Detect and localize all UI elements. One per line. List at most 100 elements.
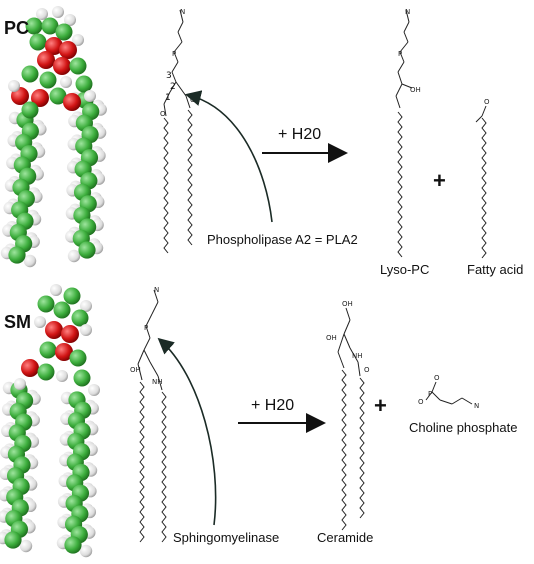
ceramide-amide-bond <box>349 347 359 363</box>
sm-head-hydrogen-atom <box>80 324 92 336</box>
sm-phosphate-bond <box>145 325 151 339</box>
pc-choline-bond <box>179 9 184 23</box>
ceramide-hydroxyl-bond <box>345 307 351 321</box>
choline-phosphorus-atom: P <box>428 390 432 398</box>
pc-phosphorus-atom: P <box>172 50 176 58</box>
pc-choline-bond <box>177 31 183 43</box>
pc-tail-1-carbon-atom <box>8 246 26 264</box>
sm-head-carbon-atom <box>37 295 55 313</box>
sm-tail-1-carbon-atom <box>4 531 22 549</box>
sm-head-carbon-atom <box>69 349 87 367</box>
pc-glycerol-bond <box>171 61 179 73</box>
carbon-number-3: 3 <box>166 71 172 81</box>
pc-water-label: + H20 <box>278 126 322 143</box>
sm-head-carbon-atom <box>71 309 89 327</box>
pc-phosphate-bond <box>173 51 179 63</box>
sm-head-carbon-atom <box>63 287 81 305</box>
carbon-number-1: 1 <box>165 93 171 103</box>
choline-phosphate-label: Choline phosphate <box>409 420 518 435</box>
pc-head-hydrogen-atom <box>64 14 76 26</box>
lyso-glycerol-bond <box>395 83 403 97</box>
sm-backbone-bond <box>137 349 145 365</box>
sm-head-hydrogen-atom <box>34 316 46 328</box>
lyso-choline-bond <box>405 9 410 23</box>
sm-acyl-chain <box>161 391 167 543</box>
pc-tail-1-hydrogen-atom <box>23 254 37 268</box>
sm-choline-bond <box>153 289 159 303</box>
lyso-pc-label: Lyso-PC <box>380 262 430 277</box>
pc-head-oxygen-atom <box>31 89 49 107</box>
lyso-phosphate-bond <box>399 41 409 53</box>
pc-carbonyl-bond <box>163 103 167 117</box>
pc-head-carbon-atom <box>21 101 39 119</box>
pc-head-oxygen-atom <box>53 57 71 75</box>
sphingomyelinase-label: Sphingomyelinase <box>173 530 280 545</box>
pla2-enzyme-label: Phospholipase A2 = PLA2 <box>207 232 358 247</box>
ceramide-backbone-bond <box>337 333 345 353</box>
ceramide-oxygen-atom: O <box>364 366 370 374</box>
pc-head-carbon-atom <box>39 71 57 89</box>
sm-hydroxyl-atom: OH <box>130 366 141 374</box>
pc-head-carbon-atom <box>21 65 39 83</box>
lyso-choline-bond <box>403 21 410 33</box>
sm-head-carbon-atom <box>39 341 57 359</box>
pc-head-hydrogen-atom <box>60 76 72 88</box>
fatty-acid-oxygen-atom: O <box>484 98 490 106</box>
ceramide-hydroxyl-atom: OH <box>326 334 337 342</box>
ceramide-backbone-bond <box>343 319 351 335</box>
sm-head-carbon-atom <box>73 369 91 387</box>
sm-products-plus: + <box>374 393 387 418</box>
choline-oxygen-atom: O <box>434 374 440 382</box>
sm-head-hydrogen-atom <box>80 300 92 312</box>
lyso-hydroxyl-bond <box>401 83 413 89</box>
sm-head-carbon-atom <box>53 301 71 319</box>
sphingomyelinase-curve-arrow <box>157 337 217 526</box>
pc-head-hydrogen-atom <box>36 8 48 20</box>
fatty-acid-label: Fatty acid <box>467 262 524 277</box>
choline-phosphate-bond <box>431 381 437 393</box>
pc-nitrogen-atom: N <box>180 8 185 16</box>
pc-sn1-chain <box>163 117 169 254</box>
pc-head-oxygen-atom <box>63 93 81 111</box>
pc-phosphate-bond <box>173 41 183 53</box>
sm-amide-bond <box>157 375 163 391</box>
sm-head-oxygen-atom <box>21 359 39 377</box>
pc-choline-bond <box>177 21 184 33</box>
lyso-choline-bond <box>403 31 409 43</box>
sm-tail-1-hydrogen-atom <box>19 539 33 553</box>
sm-amide-bond <box>149 361 159 377</box>
pc-head-carbon-atom <box>41 17 59 35</box>
lyso-pc-chain <box>397 111 403 258</box>
pc-tail-2-hydrogen-atom <box>67 249 81 263</box>
pc-label: PC <box>4 18 30 38</box>
fatty-acid-carbonyl-bond <box>475 115 483 123</box>
choline-phosphate-bond <box>461 397 473 405</box>
ceramide-label: Ceramide <box>317 530 374 545</box>
sm-sphingoid-chain <box>139 381 145 543</box>
lyso-phosphate-bond <box>399 51 405 63</box>
sm-head-hydrogen-atom <box>14 378 26 390</box>
pc-head-oxygen-atom <box>45 37 63 55</box>
pc-head-carbon-atom <box>55 23 73 41</box>
sm-space-filling-model <box>0 284 100 558</box>
pc-head-carbon-atom <box>69 57 87 75</box>
pc-head-carbon-atom <box>29 33 47 51</box>
carbon-number-2: 2 <box>170 82 176 92</box>
sm-head-oxygen-atom <box>45 321 63 339</box>
choline-phosphate-bond <box>425 391 433 401</box>
sm-backbone-bond <box>137 363 143 381</box>
pc-glycerol-bond <box>171 71 177 83</box>
ceramide-amide-atom: NH <box>352 352 363 360</box>
pla2-curve-arrow <box>184 90 273 223</box>
ceramide-hydroxyl-atom: OH <box>342 300 353 308</box>
sm-head-hydrogen-atom <box>56 370 68 382</box>
pc-head-hydrogen-atom <box>52 6 64 18</box>
choline-phosphate-bond <box>439 399 453 405</box>
sm-head-hydrogen-atom <box>88 384 100 396</box>
pc-head-carbon-atom <box>49 87 67 105</box>
sm-choline-bond <box>151 301 159 315</box>
pc-head-oxygen-atom <box>59 41 77 59</box>
